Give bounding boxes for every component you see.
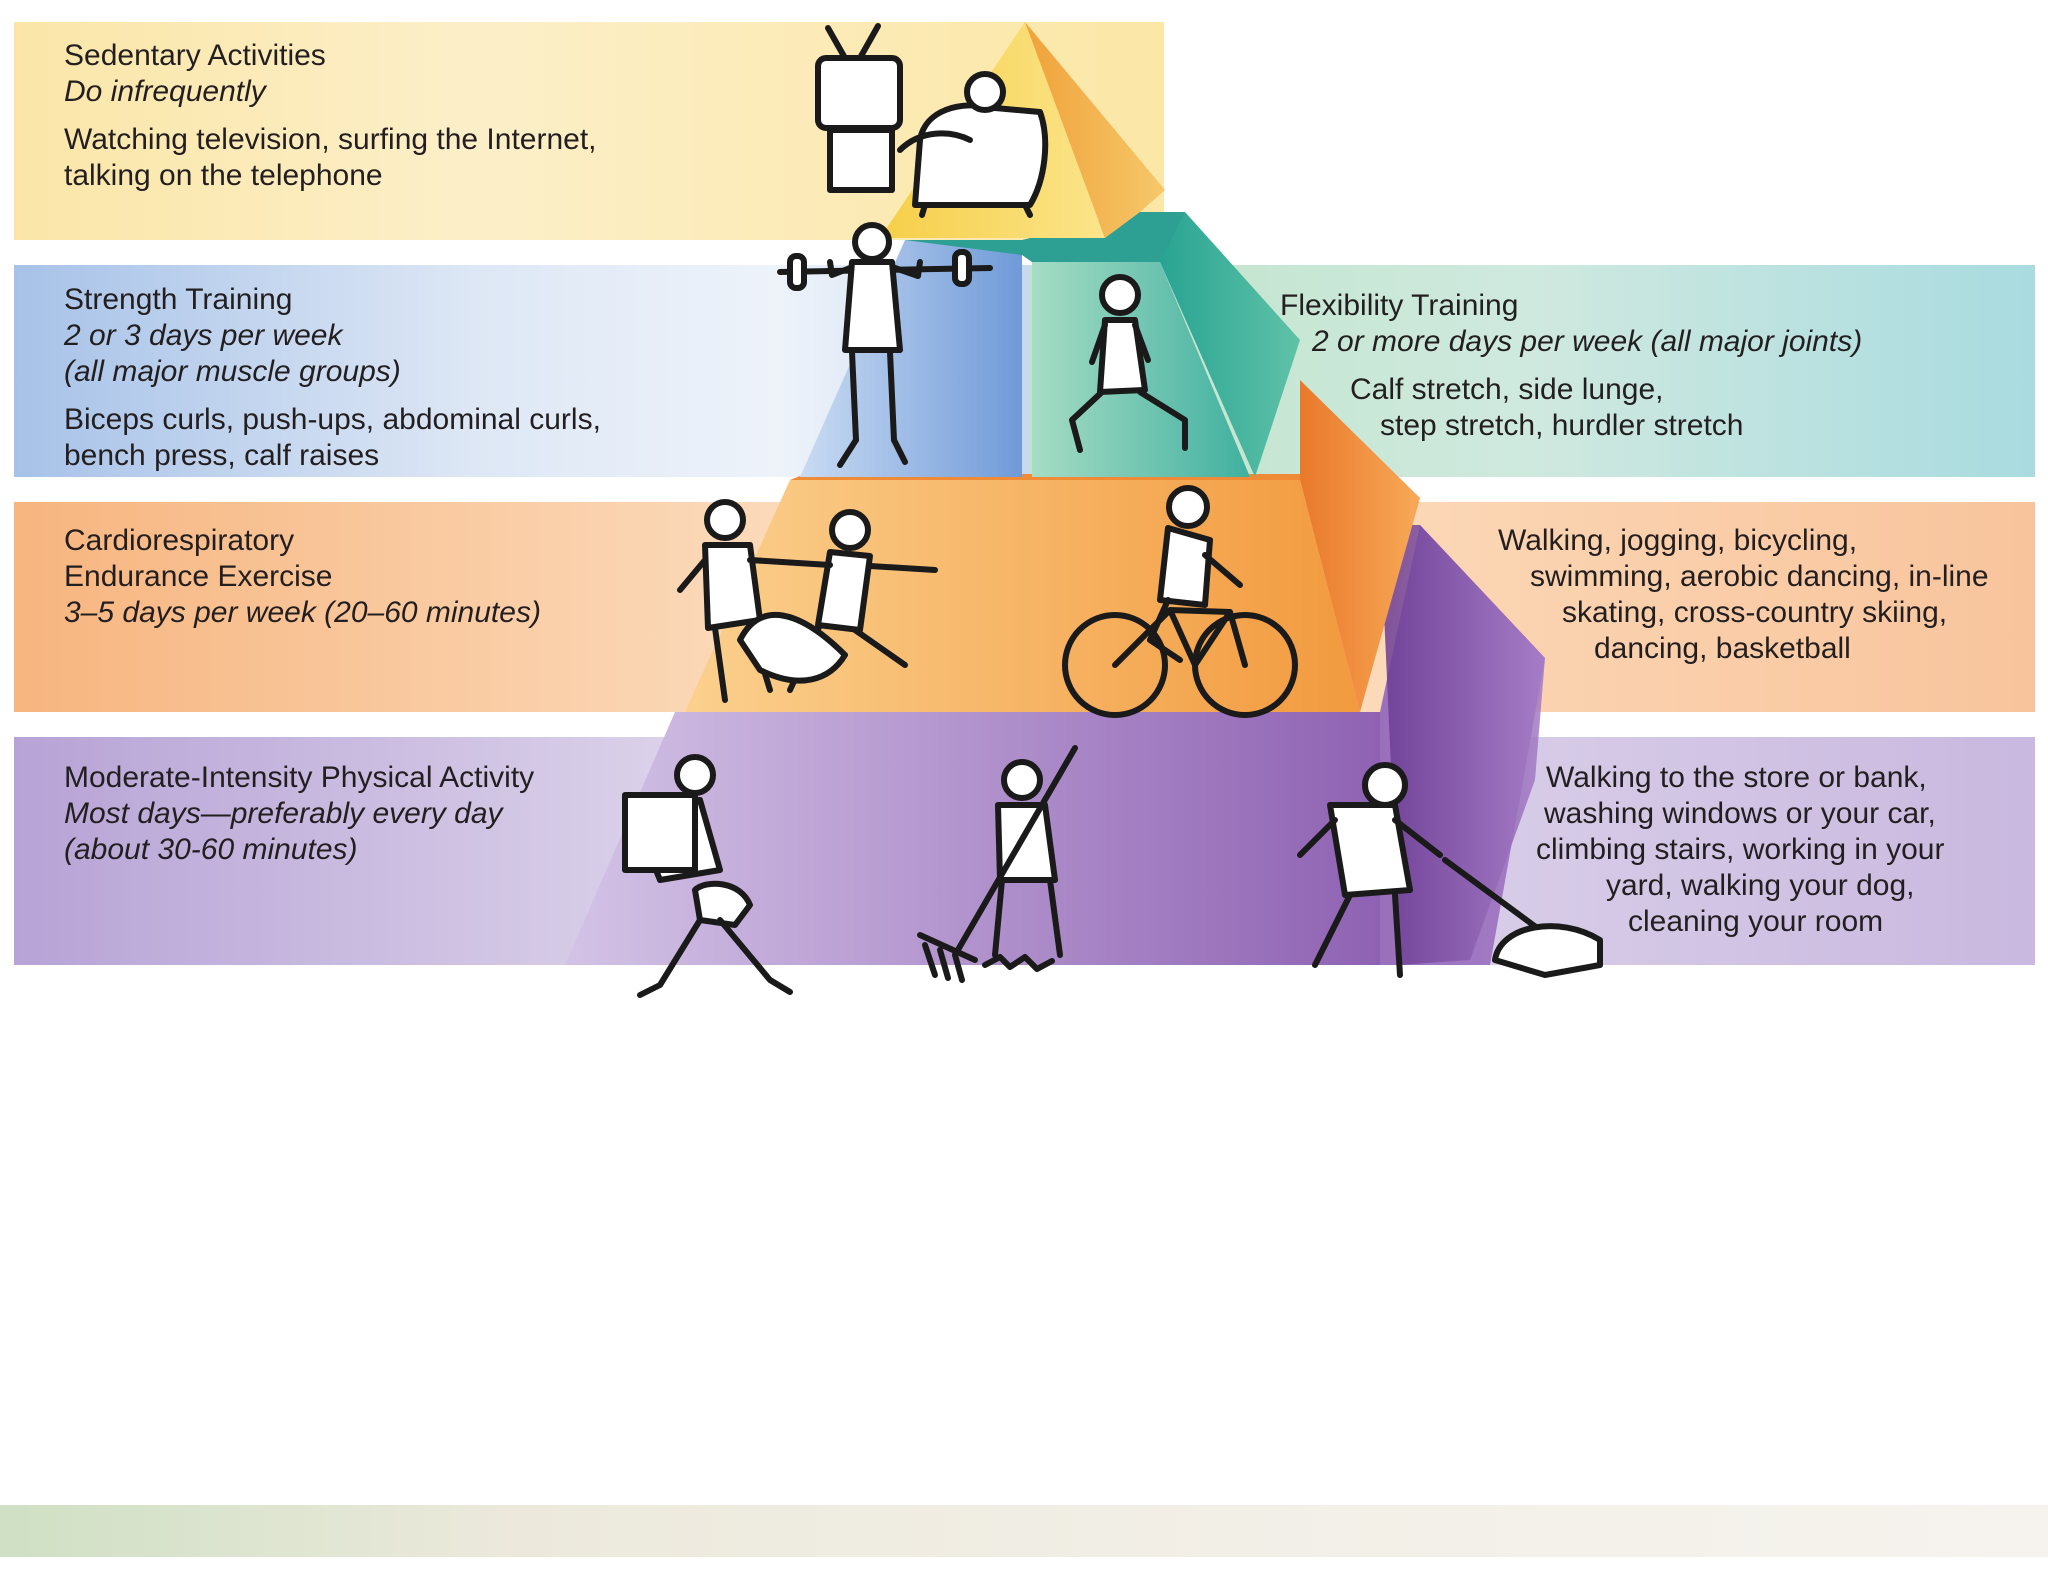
tier-frequency: (all major muscle groups) [64,355,401,388]
dog-walker-icon [1297,762,1603,978]
weightlifter-icon [777,222,993,468]
tier-title: Endurance Exercise [64,560,333,593]
tier-frequency: 2 or more days per week (all major joint… [1312,325,1863,358]
pyramid-tier-moderate [565,712,1380,965]
tier-title: Strength Training [64,283,293,316]
tier-frequency: Most days—preferably every day [64,797,503,830]
tier-cardio-text: Cardiorespiratory Endurance Exercise 3–5… [64,523,541,631]
tier-examples: Watching television, surfing the Interne… [64,123,597,192]
tier-title: Sedentary Activities [64,39,326,72]
tier-cardio-examples: Walking, jogging, bicycling, swimming, a… [1498,524,1989,665]
tier-examples: Calf stretch, side lunge, step stretch, … [1350,373,1744,442]
dancers-icon [677,499,938,703]
tier-strength-text: Strength Training 2 or 3 days per week (… [64,282,601,474]
tier-frequency: Do infrequently [64,75,266,108]
tv-viewer-icon [815,23,1049,218]
lunge-stretch-icon [1069,274,1188,453]
tier-title: Moderate-Intensity Physical Activity [64,761,535,794]
tier-frequency: 3–5 days per week (20–60 minutes) [64,596,541,629]
tier-moderate-text: Moderate-Intensity Physical Activity Mos… [64,760,534,868]
cyclist-icon [1062,485,1298,718]
tier-examples: Biceps curls, push-ups, abdominal curls,… [64,403,601,472]
tier-moderate-examples: Walking to the store or bank, washing wi… [1536,761,1945,938]
tier-title: Flexibility Training [1280,289,1519,322]
tier-sedentary-text: Sedentary Activities Do infrequently Wat… [64,38,597,194]
tier-title: Cardiorespiratory [64,524,295,557]
activity-pyramid [565,22,1603,998]
tier-frequency: (about 30-60 minutes) [64,833,358,866]
shopper-icon [622,754,793,998]
leaf-raker-icon [917,745,1078,983]
bottom-strip [0,1505,2048,1557]
tier-flexibility-text: Flexibility Training 2 or more days per … [1280,288,1862,444]
tier-frequency: 2 or 3 days per week [64,319,343,352]
